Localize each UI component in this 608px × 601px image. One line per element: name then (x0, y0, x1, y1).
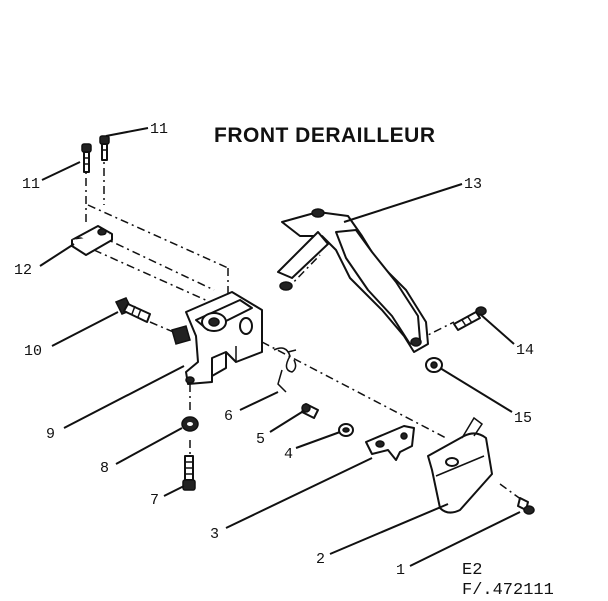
callout-7: 7 (150, 492, 159, 509)
part-14-screw (453, 306, 487, 331)
part-1-screw (517, 497, 535, 515)
callout-9: 9 (46, 426, 55, 443)
part-8-nut (181, 416, 199, 432)
part-9-derailleur-body (171, 291, 263, 385)
part-11-screw-left (81, 143, 92, 173)
part-13-shift-arm (277, 208, 429, 353)
drawing-part-number: F/.472111 (462, 581, 554, 600)
part-2-cage-plate (427, 416, 493, 514)
callout-14: 14 (516, 342, 534, 359)
callout-11-right: 11 (150, 121, 168, 138)
callout-1: 1 (396, 562, 405, 579)
callout-10: 10 (24, 343, 42, 360)
callout-3: 3 (210, 526, 219, 543)
part-15-bushing (425, 357, 443, 373)
diagram-title: FRONT DERAILLEUR (214, 124, 436, 147)
leader-lines (39, 127, 521, 567)
part-10-bolt (114, 297, 151, 323)
callout-5: 5 (256, 431, 265, 448)
callout-11-left: 11 (22, 176, 40, 193)
callout-13: 13 (464, 176, 482, 193)
callout-4: 4 (284, 446, 293, 463)
callout-12: 12 (14, 262, 32, 279)
part-12-clamp-plate (71, 225, 113, 256)
callout-6: 6 (224, 408, 233, 425)
part-4-washer (338, 423, 354, 437)
callout-numbers: 11 11 12 10 9 8 7 13 14 15 6 5 4 3 2 1 (14, 121, 534, 579)
part-6-spring (273, 347, 297, 393)
part-11-screw-right (99, 135, 110, 161)
callout-8: 8 (100, 460, 109, 477)
part-3-link-plate (365, 425, 415, 461)
callout-2: 2 (316, 551, 325, 568)
callout-15: 15 (514, 410, 532, 427)
drawing-code-e2: E2 (462, 561, 482, 580)
part-7-screw (182, 455, 196, 491)
part-5-screw (301, 403, 319, 419)
